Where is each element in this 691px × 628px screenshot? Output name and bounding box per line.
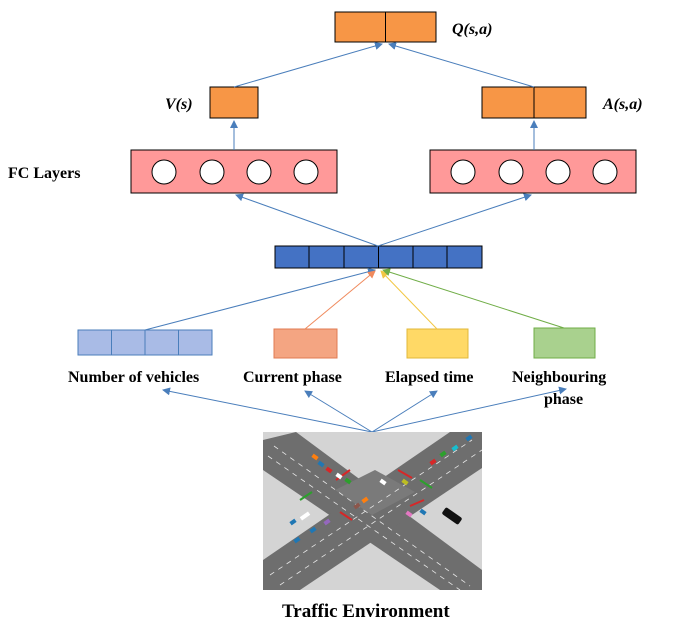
elapsed-time-block — [406, 328, 469, 359]
fc-layer-right — [429, 149, 637, 194]
fc-layer-left — [130, 149, 338, 194]
traffic-intersection-image — [263, 432, 482, 590]
num-vehicles-label: Number of vehicles — [68, 369, 199, 386]
traffic-environment-label: Traffic Environment — [282, 601, 450, 622]
value-stream-block — [209, 86, 259, 119]
neighbouring-label-line1: Neighbouring — [512, 369, 606, 386]
q-value-block — [334, 11, 437, 43]
fc-layers-label: FC Layers — [8, 165, 80, 182]
elapsed-time-label: Elapsed time — [385, 369, 473, 386]
neighbouring-phase-block — [533, 327, 596, 359]
a-label: A(s,a) — [602, 96, 643, 113]
state-vector — [274, 245, 483, 269]
current-phase-label: Current phase — [243, 369, 342, 386]
arrows — [144, 42, 567, 433]
v-label: V(s) — [165, 96, 193, 113]
current-phase-block — [273, 328, 338, 359]
neighbouring-label-line2: phase — [544, 391, 583, 408]
q-label: Q(s,a) — [452, 21, 492, 38]
num-vehicles-block — [77, 329, 213, 356]
advantage-stream-block — [481, 86, 587, 119]
